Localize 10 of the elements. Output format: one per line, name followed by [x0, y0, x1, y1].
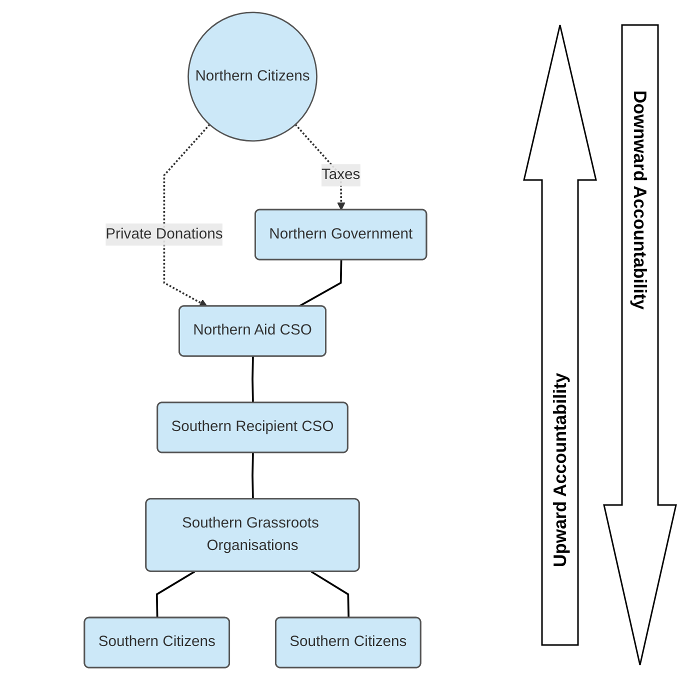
connector: [251, 356, 254, 402]
connector: [251, 452, 254, 499]
edge-label: Taxes: [321, 166, 360, 182]
arrow-label: Upward Accountability: [550, 372, 570, 568]
edge-label: Private Donations: [105, 226, 222, 242]
arrow: [162, 123, 210, 306]
node-circle: Northern Citizens: [187, 11, 317, 142]
arrow-label: Downward Accountability: [630, 90, 650, 310]
connector: [310, 570, 350, 618]
connector: [155, 570, 195, 618]
